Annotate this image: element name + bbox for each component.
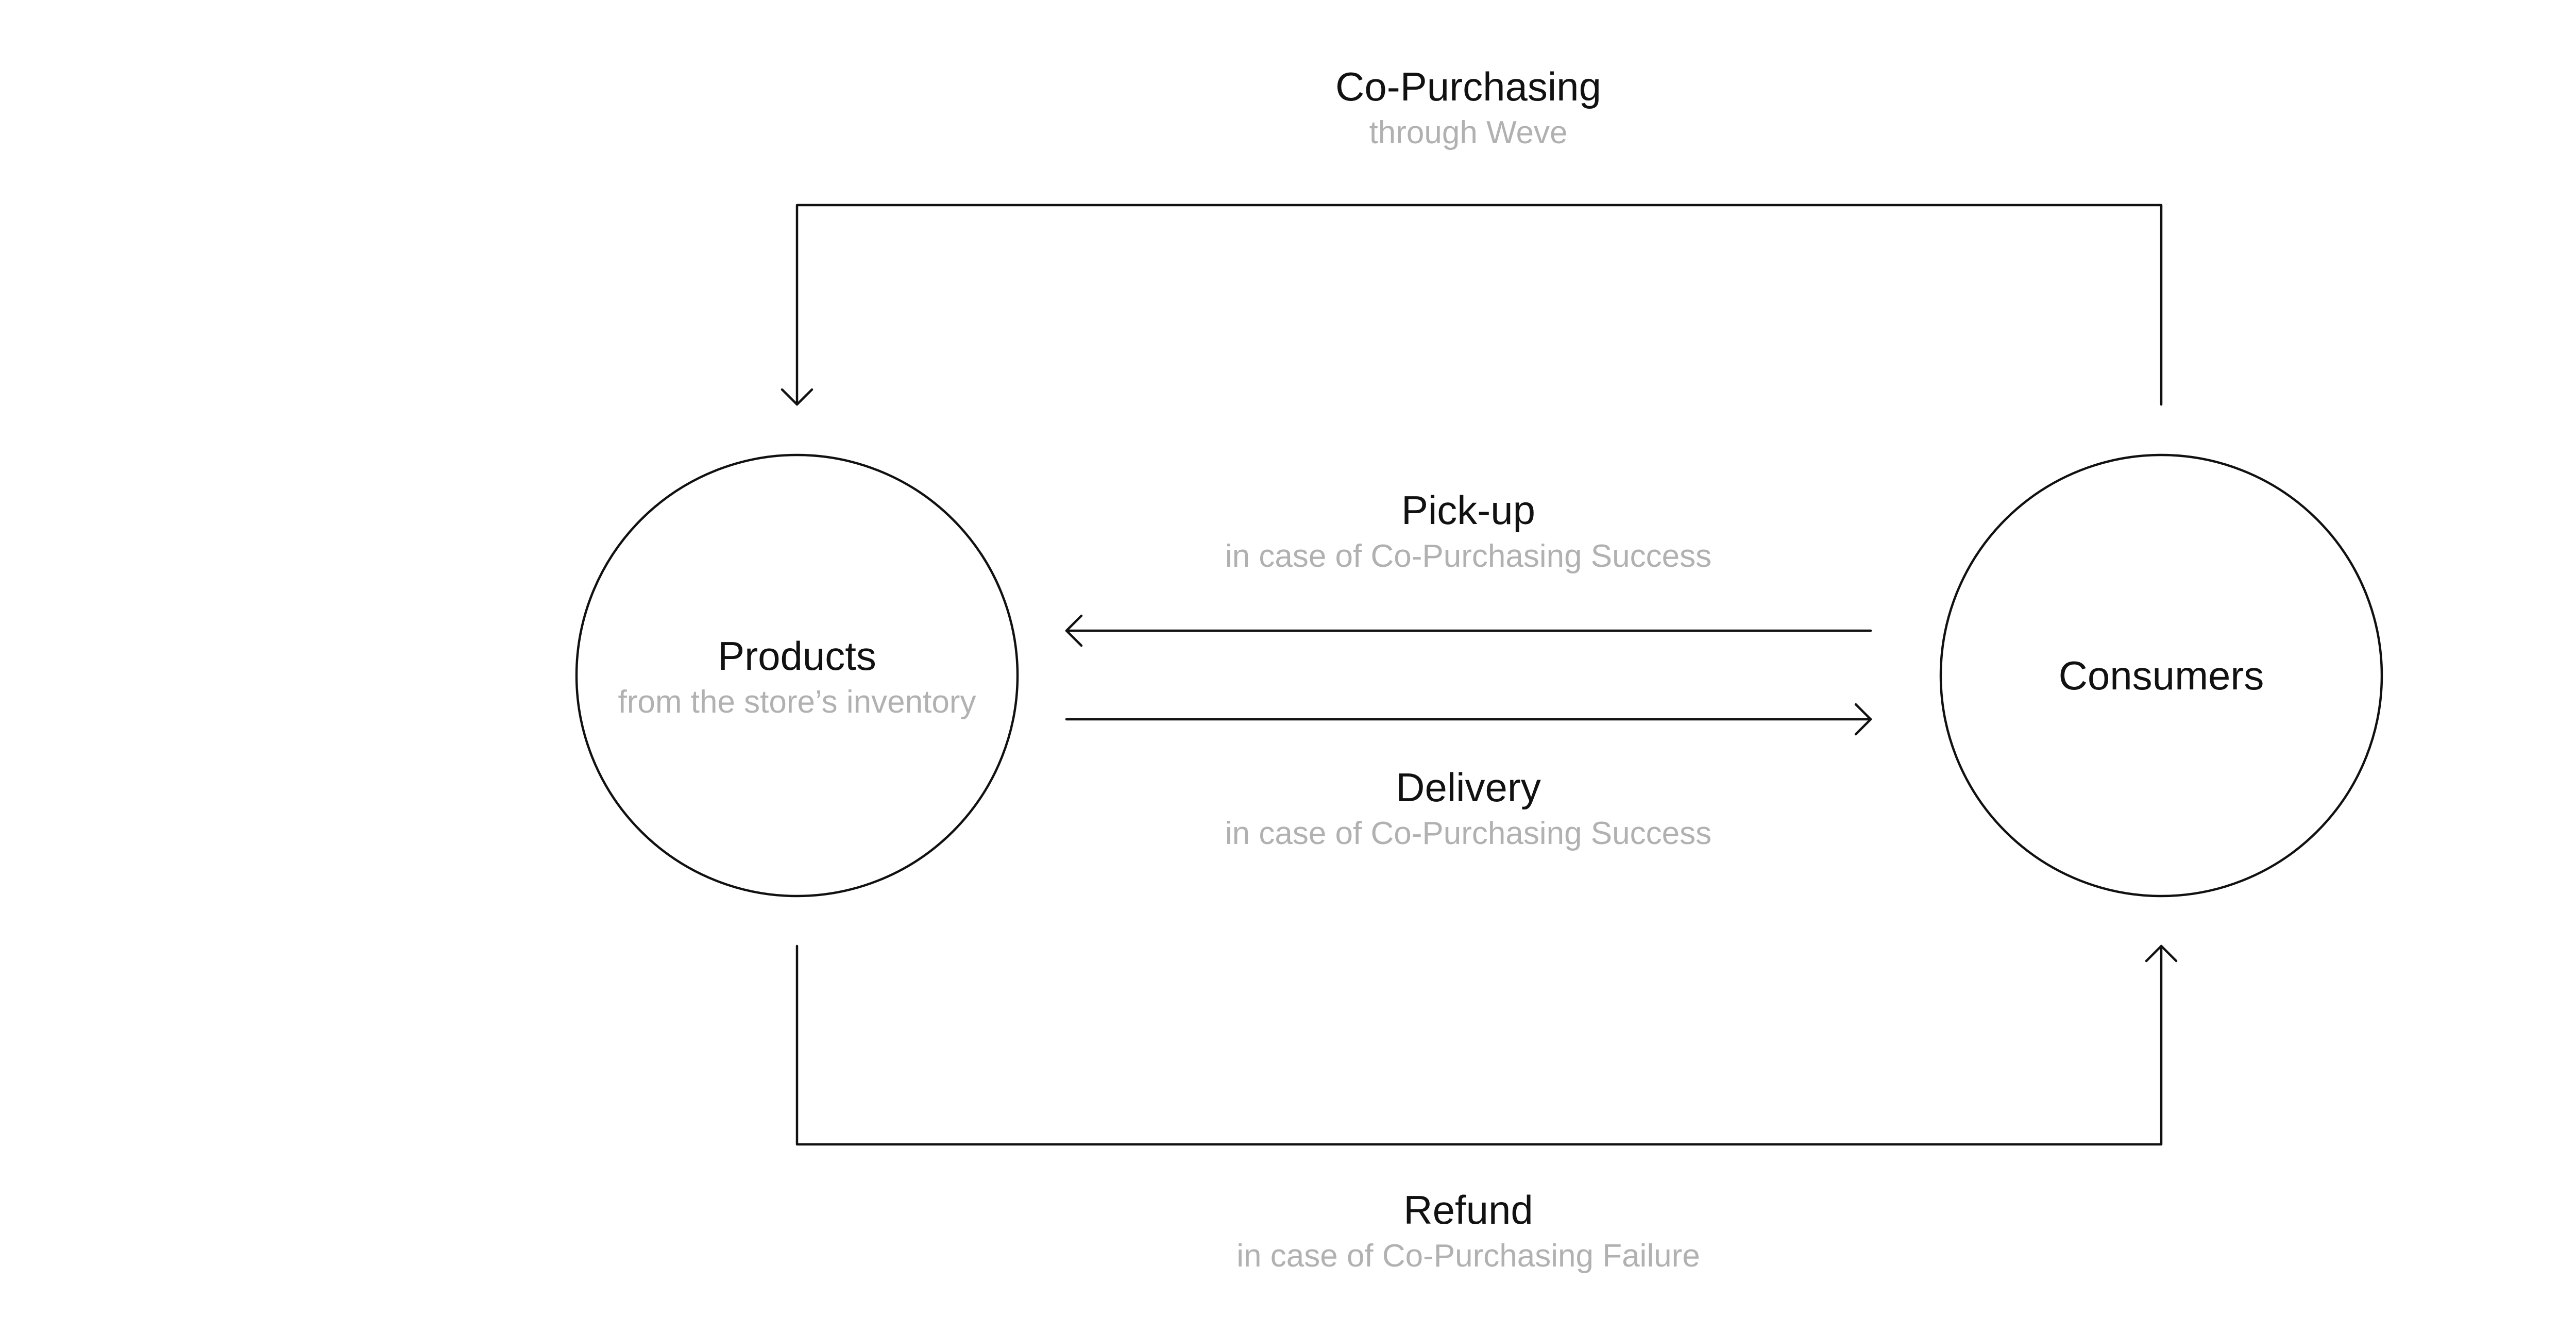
co-purchasing-line xyxy=(795,204,2163,406)
refund-label: Refund in case of Co-Purchasing Failure xyxy=(1236,1187,1700,1274)
delivery-title: Delivery xyxy=(1396,765,1541,810)
co-purchasing-connector xyxy=(781,204,2163,406)
co-purchasing-label: Co-Purchasing through Weve xyxy=(1335,64,1601,150)
co-purchasing-subtitle: through Weve xyxy=(1369,115,1568,150)
pick-up-subtitle: in case of Co-Purchasing Success xyxy=(1225,538,1711,574)
delivery-arrowhead xyxy=(1854,703,1872,736)
products-subtitle: from the store’s inventory xyxy=(618,684,976,720)
pick-up-arrowhead xyxy=(1065,614,1083,647)
delivery-arrow xyxy=(1065,703,1872,736)
products-circle xyxy=(575,453,1019,898)
consumers-circle xyxy=(1939,453,2383,898)
refund-title: Refund xyxy=(1403,1187,1533,1232)
pick-up-label: Pick-up in case of Co-Purchasing Success xyxy=(1225,487,1711,574)
products-node: Products from the store’s inventory xyxy=(575,453,1019,898)
consumers-node: Consumers xyxy=(1939,453,2383,898)
co-purchasing-title: Co-Purchasing xyxy=(1335,64,1601,109)
refund-arrowhead xyxy=(2145,944,2178,962)
pick-up-title: Pick-up xyxy=(1401,487,1535,533)
co-purchasing-arrowhead xyxy=(781,388,814,406)
delivery-subtitle: in case of Co-Purchasing Success xyxy=(1225,816,1711,851)
refund-line xyxy=(795,944,2163,1146)
pick-up-arrow xyxy=(1065,614,1872,647)
products-title: Products xyxy=(718,633,876,679)
consumers-title: Consumers xyxy=(2059,653,2264,698)
refund-subtitle: in case of Co-Purchasing Failure xyxy=(1236,1238,1700,1274)
refund-connector xyxy=(795,944,2178,1146)
delivery-label: Delivery in case of Co-Purchasing Succes… xyxy=(1225,765,1711,851)
